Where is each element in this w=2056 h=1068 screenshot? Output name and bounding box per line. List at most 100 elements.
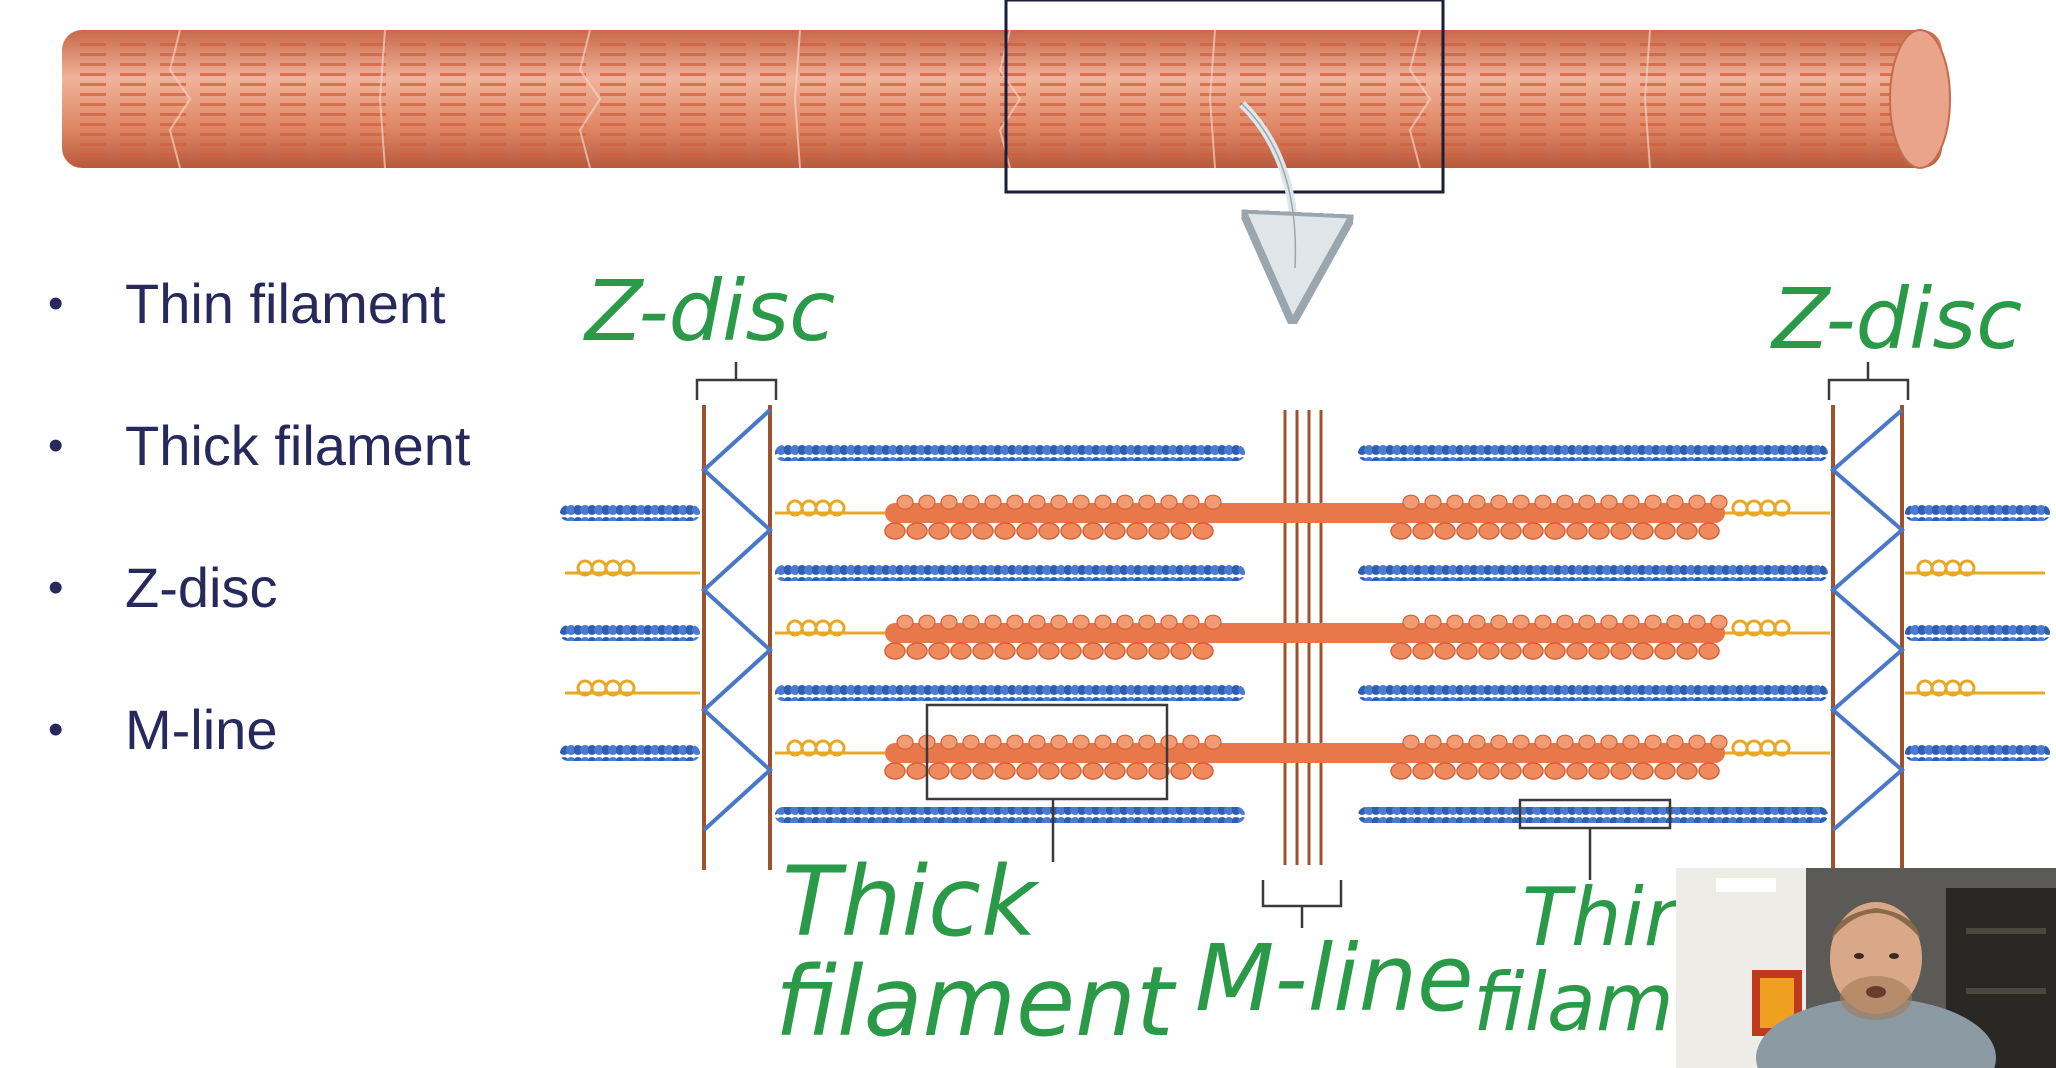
myosin-head — [1600, 734, 1618, 750]
myosin-head — [1644, 614, 1662, 630]
titin-spring-coil — [1773, 499, 1791, 517]
myosin-head — [1126, 522, 1148, 540]
thin-filament — [1358, 565, 1828, 581]
myosin-head — [1512, 494, 1530, 510]
myosin-head — [1500, 642, 1522, 660]
myosin-head — [1072, 494, 1090, 510]
myosin-head — [1654, 762, 1676, 780]
myosin-head — [1104, 642, 1126, 660]
bullet-dot: • — [48, 705, 64, 754]
myosin-head — [1192, 522, 1214, 540]
thick-filament — [885, 623, 1725, 643]
thick-filament — [885, 743, 1725, 763]
myosin-head — [1016, 522, 1038, 540]
myosin-head — [1622, 494, 1640, 510]
myosin-head — [1710, 494, 1728, 510]
myosin-head — [972, 522, 994, 540]
myosin-head — [1600, 614, 1618, 630]
myosin-head — [1698, 762, 1720, 780]
myosin-head — [962, 494, 980, 510]
myosin-head — [1666, 734, 1684, 750]
myosin-head — [1182, 734, 1200, 750]
thin-filament — [775, 807, 1245, 823]
myosin-head — [1578, 734, 1596, 750]
myosin-head — [906, 762, 928, 780]
myosin-head — [928, 762, 950, 780]
myosin-head — [1456, 522, 1478, 540]
myosin-head — [1160, 734, 1178, 750]
myosin-head — [1182, 494, 1200, 510]
myosin-head — [1698, 642, 1720, 660]
myosin-head — [1204, 494, 1222, 510]
myosin-head — [1402, 614, 1420, 630]
myosin-head — [940, 614, 958, 630]
bullet-item-thin-filament: •Thin filament — [48, 268, 470, 410]
myosin-head — [1622, 614, 1640, 630]
myosin-head — [1468, 494, 1486, 510]
myosin-head — [1390, 642, 1412, 660]
bullet-item-thick-filament: •Thick filament — [48, 410, 470, 552]
myosin-head — [1512, 734, 1530, 750]
myosin-head — [1138, 614, 1156, 630]
titin-spring-coil — [618, 679, 636, 697]
bullet-item-m-line: •M-line — [48, 694, 470, 836]
myosin-head — [950, 522, 972, 540]
myosin-head — [1390, 522, 1412, 540]
myosin-head — [1688, 494, 1706, 510]
myosin-head — [1446, 494, 1464, 510]
myosin-head — [1588, 522, 1610, 540]
myosin-head — [972, 642, 994, 660]
bullet-dot: • — [48, 421, 64, 470]
myosin-head — [1094, 614, 1112, 630]
myosin-head — [1424, 614, 1442, 630]
myosin-head — [1038, 522, 1060, 540]
myosin-head — [1138, 494, 1156, 510]
myosin-head — [1490, 494, 1508, 510]
myosin-head — [984, 734, 1002, 750]
thin-filament — [775, 445, 1245, 461]
myosin-head — [1600, 494, 1618, 510]
bullet-dot: • — [48, 563, 64, 612]
thin-filament — [1358, 685, 1828, 701]
thick-filament-annotation-line2: filament — [775, 946, 1177, 1058]
myosin-head — [1182, 614, 1200, 630]
myosin-head — [1588, 762, 1610, 780]
myosin-head — [928, 522, 950, 540]
myosin-head — [1060, 642, 1082, 660]
titin-spring-coil — [828, 619, 846, 637]
z-disc-zigzag — [1829, 408, 1906, 832]
myosin-head — [1170, 642, 1192, 660]
bullet-list: •Thin filament •Thick filament •Z-disc •… — [48, 268, 470, 836]
zoom-box — [1004, 0, 1445, 194]
titin-spring-coil — [828, 499, 846, 517]
thin-filament — [560, 625, 700, 641]
myosin-head — [1468, 614, 1486, 630]
thin-filament — [775, 565, 1245, 581]
callout-brackets — [695, 362, 1910, 928]
myosin-head — [962, 734, 980, 750]
myosin-head — [1632, 642, 1654, 660]
myosin-head — [1160, 614, 1178, 630]
myosin-head — [1094, 734, 1112, 750]
myosin-head — [1622, 734, 1640, 750]
myosin-head — [1632, 522, 1654, 540]
titin-spring-coil — [618, 559, 636, 577]
myosin-head — [1676, 642, 1698, 660]
myosin-head — [1544, 762, 1566, 780]
myosin-head — [1446, 734, 1464, 750]
myosin-head — [1402, 494, 1420, 510]
myosin-head — [1170, 762, 1192, 780]
myosin-head — [1500, 522, 1522, 540]
myosin-head — [928, 642, 950, 660]
myosin-head — [1170, 522, 1192, 540]
z-disc-zigzag — [701, 408, 773, 832]
titin-spring-coil — [1773, 739, 1791, 757]
titin-spring-coil — [1958, 679, 1976, 697]
myosin-head — [1456, 642, 1478, 660]
myosin-head — [1478, 642, 1500, 660]
myosin-head — [950, 642, 972, 660]
myosin-head — [1566, 642, 1588, 660]
myosin-head — [1390, 762, 1412, 780]
myosin-head — [1610, 522, 1632, 540]
